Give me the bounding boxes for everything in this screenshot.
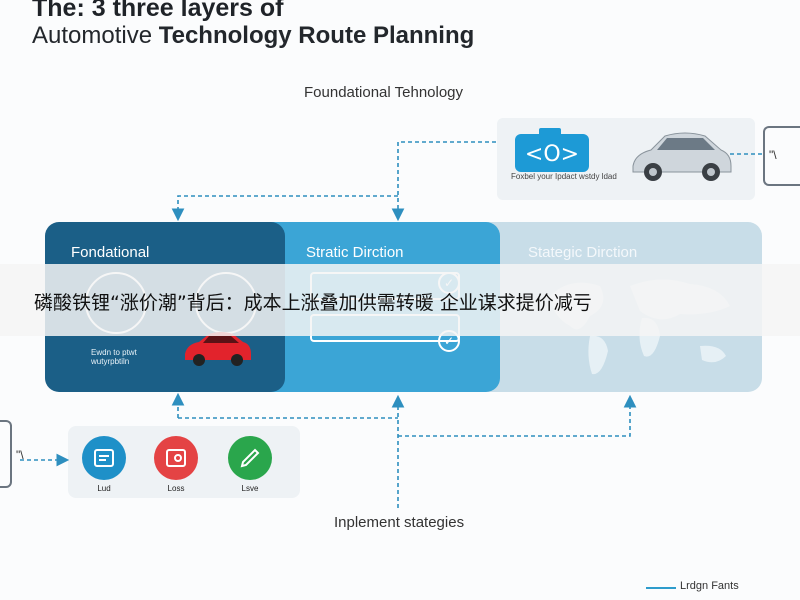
bottom-item-label: Loss: [167, 484, 185, 493]
bracket-icon-left-label: "\: [16, 448, 24, 462]
bracket-icon-right-label: "\: [769, 148, 777, 162]
legend-label: Lrdgn Fants: [680, 580, 739, 592]
title-prefix: Automotive: [32, 22, 159, 49]
bottom-item-label: Lsve: [241, 484, 259, 493]
panel-title-foundational: Fondational: [71, 244, 150, 261]
bottom-item-label: Lud: [97, 484, 111, 493]
image-icon: [154, 436, 198, 480]
top-card-caption: Foxbel your Ipdact wstdy ldad: [511, 172, 617, 181]
document-icon: [82, 436, 126, 480]
diagram-title-line2: Automotive Technology Route Planning: [32, 22, 474, 50]
foundation-label: Foundational Tehnology: [304, 84, 464, 101]
arrow-top-loop: [391, 141, 496, 222]
bracket-icon-left: "\: [0, 420, 24, 488]
top-card: <O> Foxbel your Ipdact wstdy ldad: [497, 118, 755, 200]
camera-icon: <O>: [515, 128, 589, 172]
car-icon: [632, 132, 732, 181]
title-bold: Technology Route Planning: [158, 22, 475, 49]
red-car-icon: [185, 332, 251, 366]
news-headline[interactable]: 磷酸铁锂“涨价潮”背后：成本上涨叠加供需转暖 企业谋求提价减亏: [34, 292, 592, 314]
panel-title-strategic: Stategic Dirction: [528, 244, 638, 261]
arrow-bottom-right: [398, 394, 637, 437]
panel-title-static: Stratic Dirction: [306, 244, 404, 261]
legend-line: [646, 587, 676, 589]
pencil-check-icon: [228, 436, 272, 480]
implement-label: Inplement stategies: [334, 514, 465, 531]
bracket-icon-right: "\: [763, 126, 800, 186]
arrow-top-left: [171, 195, 398, 222]
diagram-title-line1: The: 3 three layers of: [32, 0, 284, 22]
panel-foundational-caption: Ewdn to ptwt wutyrpbtiln: [91, 348, 137, 366]
news-headline-banner: 磷酸铁锂“涨价潮”背后：成本上涨叠加供需转暖 企业谋求提价减亏: [0, 264, 800, 336]
svg-text:<O>: <O>: [525, 142, 579, 167]
bottom-card: Lud Loss Lsve: [68, 426, 300, 498]
